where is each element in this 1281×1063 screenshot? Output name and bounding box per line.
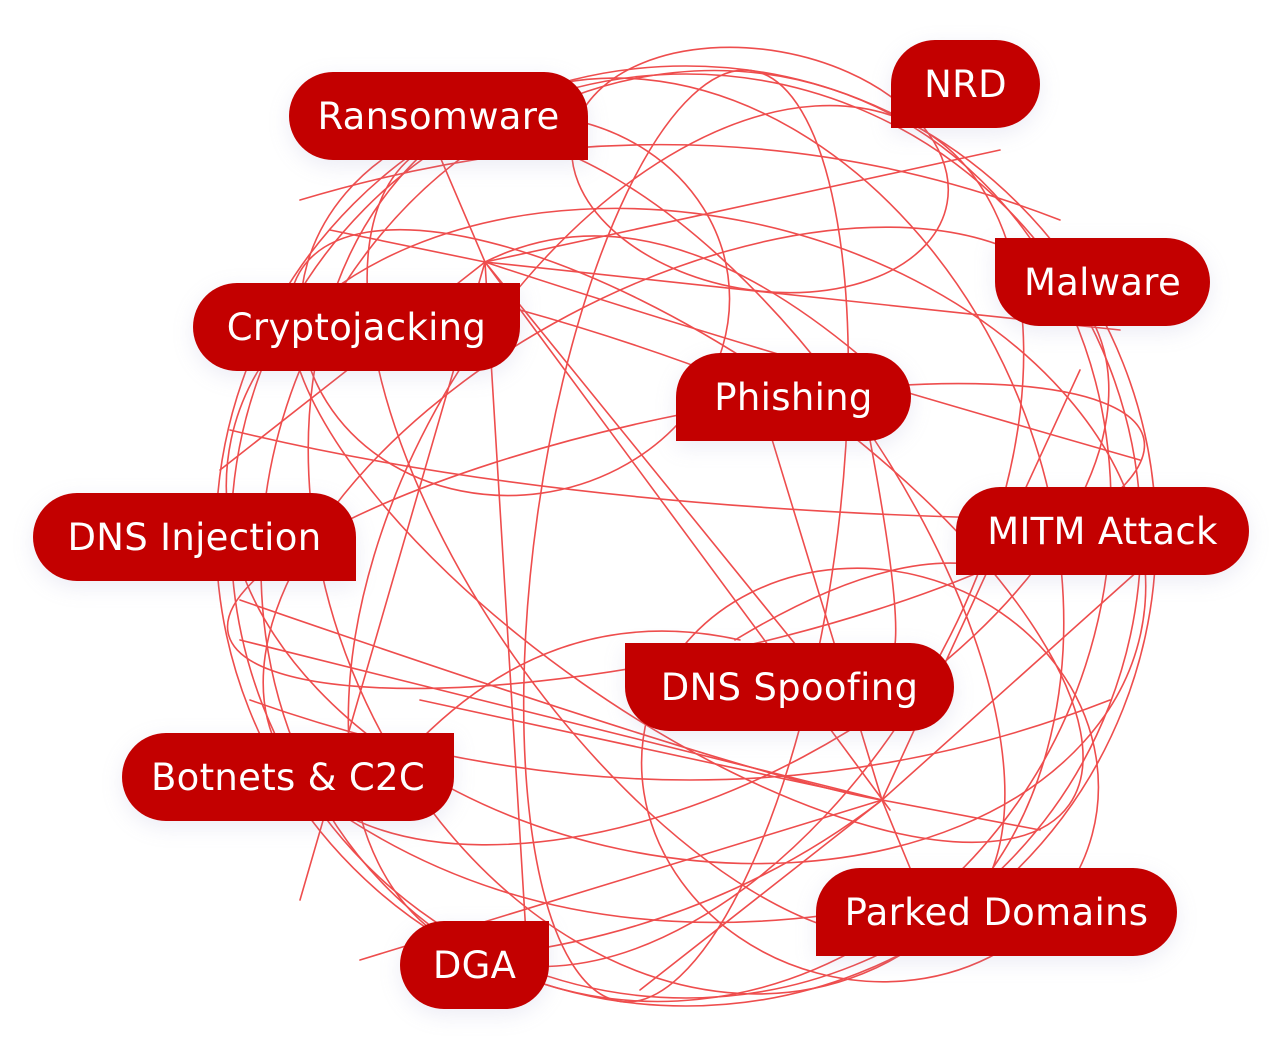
globe-arc	[869, 439, 897, 646]
globe-ray	[881, 799, 916, 881]
tag-parked-domains: Parked Domains	[816, 868, 1177, 956]
globe-arc	[299, 143, 1061, 221]
globe-ray	[484, 235, 861, 357]
tag-botnets-c2c: Botnets & C2C	[122, 733, 454, 821]
globe-ray	[484, 261, 531, 1001]
globe-ray	[484, 149, 1001, 263]
globe-ray	[639, 799, 883, 991]
tag-label: Malware	[1023, 260, 1182, 304]
tag-dns-injection: DNS Injection	[33, 493, 356, 581]
tag-dga: DGA	[400, 921, 549, 1009]
tag-label: Parked Domains	[844, 890, 1149, 934]
tag-label: DGA	[432, 943, 517, 987]
globe-ray	[484, 261, 1141, 461]
globe-ray	[881, 799, 1041, 831]
tag-label: Phishing	[714, 375, 873, 419]
globe-ray	[239, 599, 883, 801]
globe-ring	[522, 69, 850, 1003]
globe-ray	[419, 699, 883, 801]
tag-label: DNS Spoofing	[660, 665, 919, 709]
tag-phishing: Phishing	[676, 353, 911, 441]
globe-arc	[419, 630, 741, 741]
globe-ray	[484, 261, 801, 651]
tag-cryptojacking: Cryptojacking	[193, 283, 520, 371]
globe-ray	[881, 559, 1151, 801]
globe-ray	[759, 399, 883, 801]
tag-dns-spoofing: DNS Spoofing	[625, 643, 954, 731]
tag-nrd: NRD	[891, 40, 1040, 128]
tag-label: MITM Attack	[987, 509, 1218, 553]
tag-malware: Malware	[995, 238, 1210, 326]
tag-ransomware: Ransomware	[289, 72, 588, 160]
tag-label: Ransomware	[317, 94, 560, 138]
tag-label: Botnets & C2C	[150, 755, 425, 799]
tag-label: DNS Injection	[67, 515, 322, 559]
globe-ray	[239, 639, 883, 801]
tag-mitm-attack: MITM Attack	[956, 487, 1249, 575]
tag-label: Cryptojacking	[226, 305, 487, 349]
globe-ring	[225, 207, 1147, 865]
tag-label: NRD	[924, 62, 1007, 106]
globe-ray	[329, 229, 486, 263]
